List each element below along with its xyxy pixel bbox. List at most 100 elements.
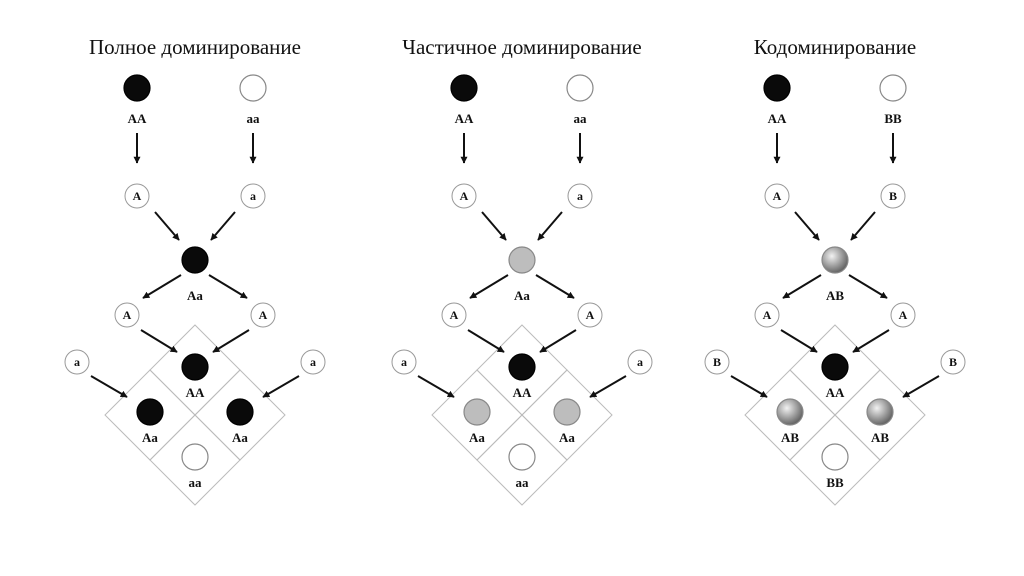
f2-offspring-2-genotype: Aa	[469, 430, 485, 445]
f1-gamete-left-circle	[441, 302, 467, 328]
arrow-to-f1-right	[537, 211, 563, 241]
parent-right-circle	[566, 74, 594, 102]
arrow-into-grid-side-right	[902, 375, 940, 398]
arrow-from-f1-left	[469, 274, 509, 299]
f2-offspring-3-circle	[226, 398, 254, 426]
f2-offspring-4-genotype: BB	[826, 475, 844, 490]
f2-offspring-4-circle	[508, 443, 536, 471]
arrow-to-f1-right	[210, 211, 236, 241]
arrow-into-grid-top-left	[780, 329, 818, 353]
parent-left-circle	[763, 74, 791, 102]
arrow-into-grid-side-left	[90, 375, 128, 398]
arrow-from-f1-right	[208, 274, 248, 299]
side-gamete-left-circle	[704, 349, 730, 375]
arrow-into-grid-top-left	[140, 329, 178, 353]
f2-offspring-3-genotype: Aa	[232, 430, 248, 445]
side-gamete-right-circle	[940, 349, 966, 375]
gamete-left-label: A	[133, 189, 142, 203]
gamete-right-label: B	[889, 189, 897, 203]
side-gamete-right-label: a	[637, 355, 643, 369]
gamete-left-circle	[764, 183, 790, 209]
arrow-into-grid-side-right	[589, 375, 627, 398]
parent-right-genotype: aa	[574, 111, 588, 126]
arrow-from-f1-right	[535, 274, 575, 299]
arrow-from-f1-left	[142, 274, 182, 299]
parent-left-circle	[123, 74, 151, 102]
f2-offspring-4-circle	[821, 443, 849, 471]
parent-left-genotype: AA	[128, 111, 147, 126]
arrow-into-grid-top-right	[212, 329, 250, 353]
parent-left-genotype: AA	[455, 111, 474, 126]
f2-offspring-1-genotype: AA	[186, 385, 205, 400]
f1-circle	[821, 246, 849, 274]
f2-offspring-1-circle	[508, 353, 536, 381]
panel-title: Полное доминирование	[89, 35, 301, 59]
side-gamete-left-label: a	[74, 355, 80, 369]
arrow-into-grid-side-left	[417, 375, 455, 398]
f1-gamete-right-circle	[577, 302, 603, 328]
f2-offspring-2-circle	[463, 398, 491, 426]
gamete-right-circle	[240, 183, 266, 209]
f1-gamete-right-circle	[890, 302, 916, 328]
side-gamete-left-label: a	[401, 355, 407, 369]
arrow-to-f1-left	[481, 211, 507, 241]
f2-offspring-4-circle	[181, 443, 209, 471]
side-gamete-right-circle	[300, 349, 326, 375]
f2-offspring-3-genotype: AB	[871, 430, 889, 445]
arrow-from-f1-right	[848, 274, 888, 299]
f1-gamete-left-label: A	[763, 308, 772, 322]
f1-circle	[181, 246, 209, 274]
panel-title: Частичное доминирование	[402, 35, 641, 59]
arrow-to-f1-left	[154, 211, 180, 241]
f1-gamete-left-label: A	[450, 308, 459, 322]
gamete-right-label: a	[577, 189, 583, 203]
side-gamete-left-label: B	[713, 355, 721, 369]
gamete-left-label: A	[460, 189, 469, 203]
side-gamete-right-circle	[627, 349, 653, 375]
f1-gamete-right-circle	[250, 302, 276, 328]
f1-genotype: Aa	[187, 288, 203, 303]
arrow-to-f1-left	[794, 211, 820, 241]
f1-gamete-left-circle	[114, 302, 140, 328]
f2-offspring-2-genotype: AB	[781, 430, 799, 445]
f2-offspring-3-circle	[866, 398, 894, 426]
arrow-into-grid-top-left	[467, 329, 505, 353]
f2-offspring-1-circle	[821, 353, 849, 381]
arrow-into-grid-top-right	[539, 329, 577, 353]
arrow-into-grid-side-left	[730, 375, 768, 398]
side-gamete-right-label: a	[310, 355, 316, 369]
side-gamete-left-circle	[64, 349, 90, 375]
f2-offspring-4-genotype: aa	[189, 475, 203, 490]
f1-gamete-right-label: A	[259, 308, 268, 322]
f2-offspring-1-genotype: AA	[826, 385, 845, 400]
parent-left-genotype: AA	[768, 111, 787, 126]
gamete-left-circle	[451, 183, 477, 209]
parent-right-genotype: BB	[884, 111, 902, 126]
gamete-left-circle	[124, 183, 150, 209]
gamete-left-label: A	[773, 189, 782, 203]
arrow-into-grid-side-right	[262, 375, 300, 398]
f1-gamete-left-label: A	[123, 308, 132, 322]
f1-genotype: Aa	[514, 288, 530, 303]
f2-offspring-2-circle	[136, 398, 164, 426]
arrow-to-f1-right	[850, 211, 876, 241]
arrow-into-grid-top-right	[852, 329, 890, 353]
side-gamete-right-label: B	[949, 355, 957, 369]
f2-offspring-2-genotype: Aa	[142, 430, 158, 445]
arrow-from-f1-left	[782, 274, 822, 299]
f2-offspring-3-genotype: Aa	[559, 430, 575, 445]
gamete-right-circle	[880, 183, 906, 209]
punnett-cell-4	[789, 414, 881, 506]
side-gamete-left-circle	[391, 349, 417, 375]
f2-offspring-1-circle	[181, 353, 209, 381]
f1-gamete-left-circle	[754, 302, 780, 328]
f1-circle	[508, 246, 536, 274]
parent-right-genotype: aa	[247, 111, 261, 126]
parent-right-circle	[879, 74, 907, 102]
f2-offspring-3-circle	[553, 398, 581, 426]
